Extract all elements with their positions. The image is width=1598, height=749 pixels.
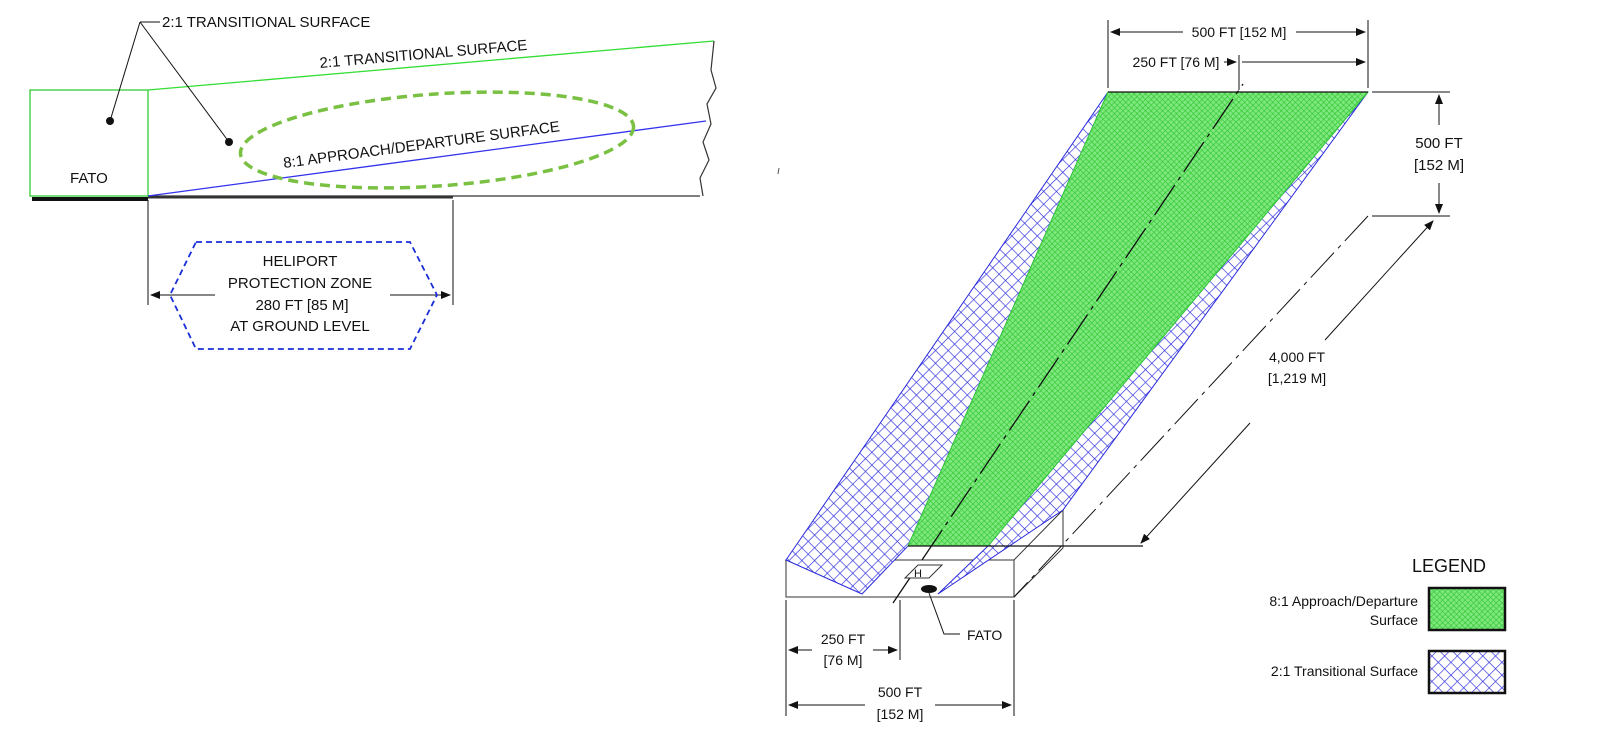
profile-view: FATO 2:1 TRANSITIONAL SURFACE 2:1 TRANSI…: [29, 14, 717, 350]
legend-approach-line2: Surface: [1370, 612, 1418, 628]
fato-callout: [928, 592, 960, 635]
dim-right-line2: [152 M]: [1414, 157, 1464, 174]
callout-line-c: [139, 21, 230, 143]
fato-point: [921, 585, 937, 593]
legend-title: LEGEND: [1412, 556, 1486, 576]
dim-length-line1: 4,000 FT: [1269, 349, 1325, 365]
plan-fato-label: FATO: [967, 627, 1002, 643]
fato-label: FATO: [70, 170, 108, 187]
pz-line4: AT GROUND LEVEL: [230, 318, 369, 335]
dim-length-arrow-down: [1140, 422, 1251, 544]
approach-highlight-ellipse: [238, 90, 636, 190]
callout-line-b: [109, 21, 141, 122]
dim-top-inner-label: 250 FT [76 M]: [1133, 54, 1220, 70]
legend: LEGEND 8:1 Approach/Departure Surface 2:…: [1269, 556, 1507, 695]
dim-bottom-outer-line2: [152 M]: [877, 706, 924, 722]
transitional-callout-dot: [225, 138, 233, 146]
plan-view: H FATO 500 FT [152 M] 250 FT [76 M] 500 …: [784, 20, 1464, 722]
fato-box: [29, 89, 149, 197]
pz-line1: HELIPORT: [263, 253, 338, 270]
legend-approach-line1: 8:1 Approach/Departure: [1269, 593, 1418, 609]
pz-line3: 280 FT [85 M]: [255, 297, 348, 314]
pz-line2: PROTECTION ZONE: [228, 275, 372, 292]
approach-surface-line: [147, 120, 707, 197]
dim-top-outer-label: 500 FT [152 M]: [1192, 24, 1287, 40]
dim-bottom-inner-line1: 250 FT: [821, 631, 866, 647]
approach-surface-label: 8:1 APPROACH/DEPARTURE SURFACE: [282, 118, 560, 172]
break-line: [699, 40, 717, 197]
dim-bottom-inner-line2: [76 M]: [824, 652, 863, 668]
legend-swatch-transitional: [1427, 649, 1507, 695]
centerline: [892, 83, 1244, 604]
legend-swatch-approach: [1427, 586, 1507, 632]
transitional-surface-line: [147, 40, 715, 91]
dim-bottom-outer-line1: 500 FT: [878, 684, 923, 700]
legend-transitional-label: 2:1 Transitional Surface: [1271, 663, 1418, 679]
helipad-h-icon: H: [914, 568, 922, 580]
protection-zone-box: [168, 241, 439, 350]
top-callout-label: 2:1 TRANSITIONAL SURFACE: [162, 14, 370, 31]
helipad-symbol: [903, 564, 944, 579]
dim-length-line2: [1,219 M]: [1268, 370, 1326, 386]
stray-mark: [777, 167, 780, 175]
dim-right-line1: 500 FT: [1415, 135, 1463, 152]
dim-length-ext-top: [1013, 215, 1369, 598]
dim-length-arrow-up: [1324, 220, 1434, 341]
